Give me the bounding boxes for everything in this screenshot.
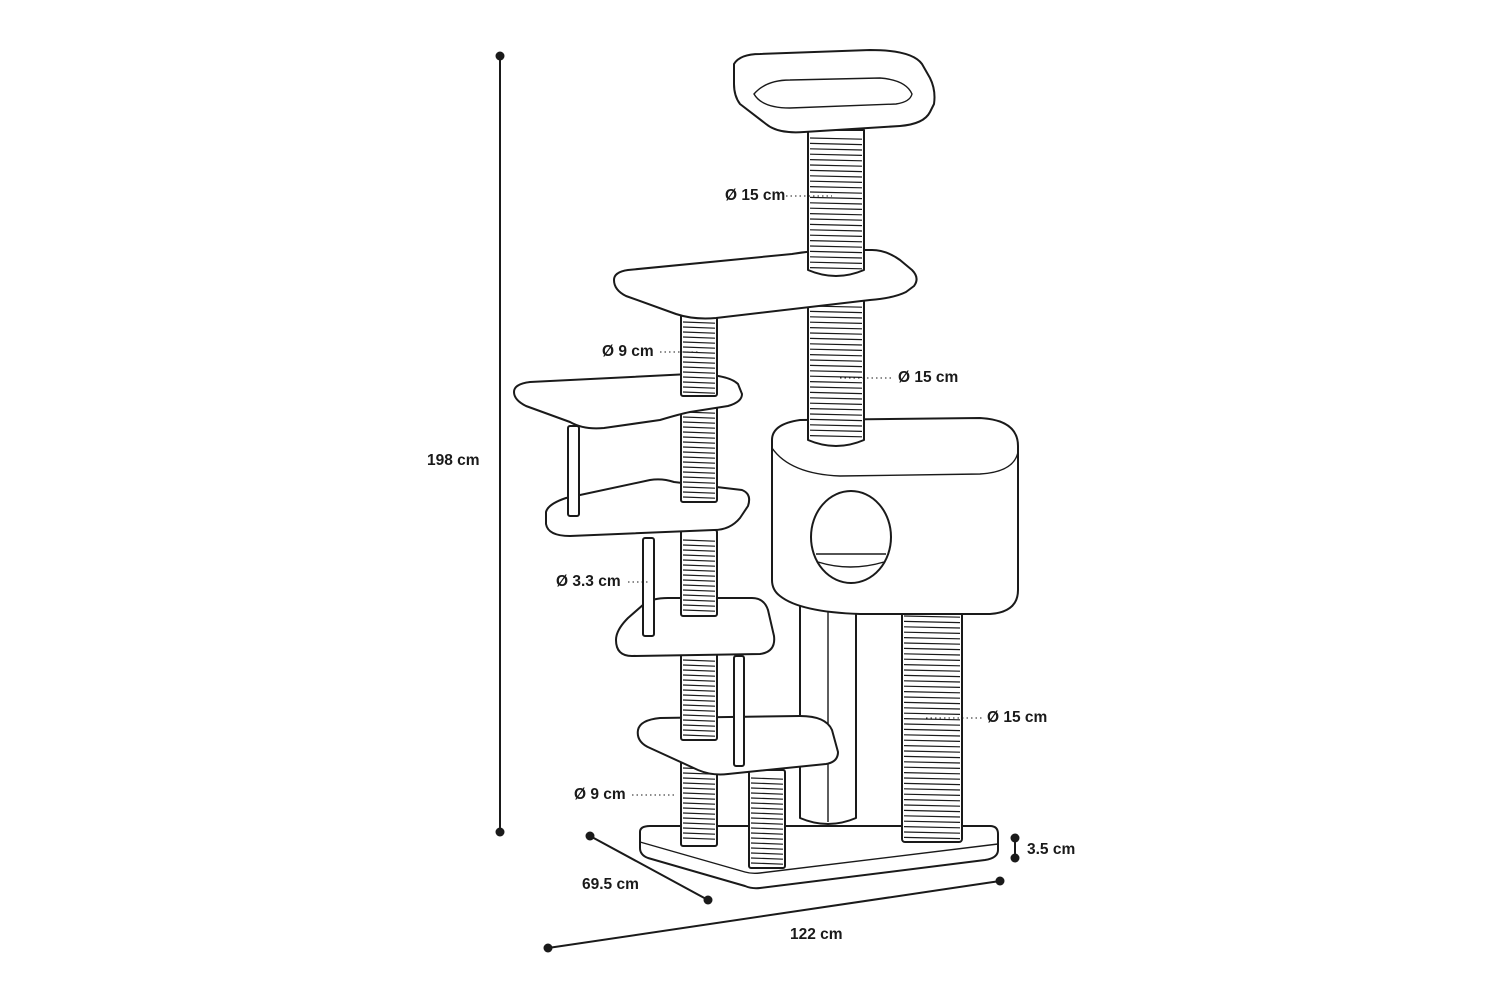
plain-post	[799, 599, 857, 825]
depth-label: 69.5 cm	[582, 876, 639, 893]
condo-house	[771, 417, 1019, 615]
right-sisal-post	[901, 609, 963, 843]
sisal-post-lower-mid	[680, 649, 718, 741]
platform-large	[613, 249, 918, 320]
height-label: 198 cm	[427, 452, 480, 469]
sisal-post-upper-mid	[680, 403, 718, 503]
bottom-middle-sisal-post	[748, 769, 786, 869]
side-post-upper-label: Ø 9 cm	[602, 343, 654, 360]
depth-dimension	[585, 831, 713, 905]
top-post-label: Ø 15 cm	[725, 187, 785, 204]
support-rod	[642, 537, 655, 637]
upper-main-post-label: Ø 15 cm	[898, 369, 958, 386]
condo-entrance	[810, 490, 892, 584]
sisal-post-mid	[680, 529, 718, 617]
side-post-lower-label: Ø 9 cm	[574, 786, 626, 803]
rod-third	[567, 425, 580, 517]
width-dimension	[543, 876, 1005, 953]
bottom-left-sisal-post	[680, 759, 718, 847]
top-bed	[733, 49, 936, 134]
top-sisal-post	[807, 129, 865, 277]
rod-lowest	[733, 655, 745, 767]
width-label: 122 cm	[790, 926, 843, 943]
support-rod-label: Ø 3.3 cm	[556, 573, 621, 590]
right-post-label: Ø 15 cm	[987, 709, 1047, 726]
base-thickness-dimension	[1010, 833, 1020, 863]
upper-main-sisal-post	[807, 297, 865, 447]
base-thickness-label: 3.5 cm	[1027, 841, 1075, 858]
height-dimension	[495, 51, 505, 837]
platform-second	[615, 597, 776, 657]
